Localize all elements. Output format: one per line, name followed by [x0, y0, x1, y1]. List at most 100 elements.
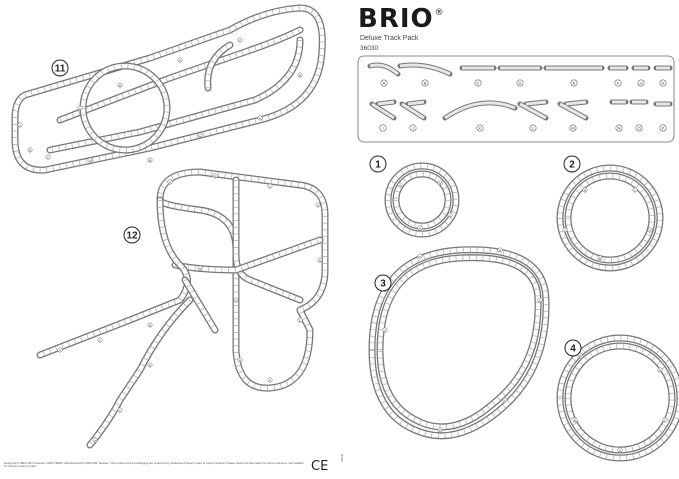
piece-marker-letter: B [659, 368, 661, 372]
layout-12-cross-b [171, 236, 324, 274]
brand-name: BRIO [358, 4, 434, 34]
piece-marker-letter: B [299, 73, 301, 77]
piece-marker-letter: A [504, 398, 506, 402]
piece-marker [397, 182, 403, 188]
piece-marker-letter: C [269, 184, 272, 188]
legend-piece-letter: F [617, 81, 620, 86]
piece-marker-letter: C [47, 155, 50, 159]
piece-marker [447, 212, 453, 218]
layout-2-circle-inner-ties [565, 173, 655, 263]
layout-label-circle [564, 339, 582, 357]
layout-12-link-bed [182, 277, 218, 333]
layout-3-inner [376, 254, 542, 431]
layout-12-cross-a [232, 176, 304, 304]
legend-piece-marker [659, 79, 667, 87]
layout-11-inner-line [56, 26, 304, 124]
piece-marker-letter: A [579, 353, 581, 357]
layout-label-3: 3 [374, 274, 392, 292]
legend-piece-marker [570, 79, 578, 87]
piece-marker-letter: B [149, 323, 151, 327]
layout-11-circle-ties [80, 63, 170, 153]
layout-label-number: 12 [126, 231, 138, 242]
piece-marker [267, 183, 273, 189]
legend-piece-bed [369, 63, 399, 76]
piece-marker-letter: A [419, 254, 421, 258]
layout-4-circle-inner-bed [565, 343, 675, 453]
piece-marker-letter: B [439, 181, 441, 185]
legend-piece-letter: C [477, 81, 480, 86]
piece-marker [237, 37, 243, 43]
piece-marker [237, 357, 243, 363]
piece-marker-letter: B [574, 418, 576, 422]
legend-piece-marker [529, 124, 537, 132]
legend-piece-marker [516, 79, 524, 87]
legend-piece-letter: G [639, 81, 642, 86]
legend-piece-letter: K [479, 126, 482, 131]
piece-marker-letter: A [649, 228, 651, 232]
layout-12-cross-a-rail [232, 176, 304, 304]
piece-marker-letter: A [399, 183, 401, 187]
piece-marker-letter: A [59, 348, 61, 352]
legend-piece-letter: J [412, 126, 414, 131]
piece-marker [92, 437, 98, 443]
piece-marker [97, 337, 103, 343]
piece-marker [117, 82, 123, 88]
legend-piece-letter: A [383, 81, 386, 86]
layout-2-circle-inner-bed [565, 173, 655, 263]
legend-piece-marker [615, 124, 623, 132]
piece-marker-letter: B [149, 363, 151, 367]
piece-marker [257, 115, 263, 121]
layout-label-circle [369, 155, 387, 173]
legend-piece-bed [401, 100, 425, 120]
ce-mark: CE [311, 459, 329, 474]
piece-marker [297, 72, 303, 78]
layout-3-outer-bed [369, 247, 549, 438]
layout-4-circle-inner [564, 342, 676, 454]
legend-piece-marker [474, 79, 482, 87]
piece-marker-letter: A [317, 203, 319, 207]
legend-piece-bed [399, 63, 451, 76]
layout-12-cross-a-ties [233, 180, 301, 303]
piece-marker [582, 187, 588, 193]
piece-marker-letter: A [89, 158, 91, 162]
piece-marker [147, 157, 153, 163]
layout-12-main-loop-ties [157, 169, 328, 391]
piece-marker [57, 347, 63, 353]
product-title: Deluxe Track Pack [360, 35, 419, 42]
piece-marker [267, 377, 273, 383]
piece-marker-letter: B [439, 428, 441, 432]
legend-piece-marker [421, 79, 429, 87]
legend-piece-marker [476, 124, 484, 132]
layout-12-main-loop [156, 168, 329, 392]
legend-piece-marker [409, 124, 417, 132]
layout-4-circle-outer [556, 334, 679, 462]
layout-label-circle [374, 274, 392, 292]
piece-marker [45, 154, 51, 160]
piece-marker-letter: C [539, 298, 542, 302]
legend-piece-letter: H [662, 81, 665, 86]
registered-mark: ® [434, 8, 445, 18]
piece-marker-letter: C [384, 328, 387, 332]
layout-12-link [181, 276, 219, 334]
piece-marker [662, 417, 668, 423]
piece-marker-letter: C [119, 408, 122, 412]
piece-marker [317, 257, 323, 263]
legend-piece-marker [659, 124, 667, 132]
legend-piece-letter: M [571, 126, 574, 131]
piece-marker-letter: B [599, 256, 601, 260]
layout-1-circle-outer-ties [385, 163, 459, 237]
piece-marker [502, 397, 508, 403]
layout-3-outer [368, 246, 550, 440]
piece-marker [537, 297, 543, 303]
piece-marker-letter: C [99, 338, 102, 342]
brio-logo: BRIO® [358, 4, 444, 34]
piece-marker [657, 367, 663, 373]
legend-piece-letter: L [532, 126, 535, 131]
piece-marker-letter: C [235, 298, 238, 302]
piece-marker-letter: B [319, 258, 321, 262]
layout-label-number: 11 [55, 64, 66, 75]
